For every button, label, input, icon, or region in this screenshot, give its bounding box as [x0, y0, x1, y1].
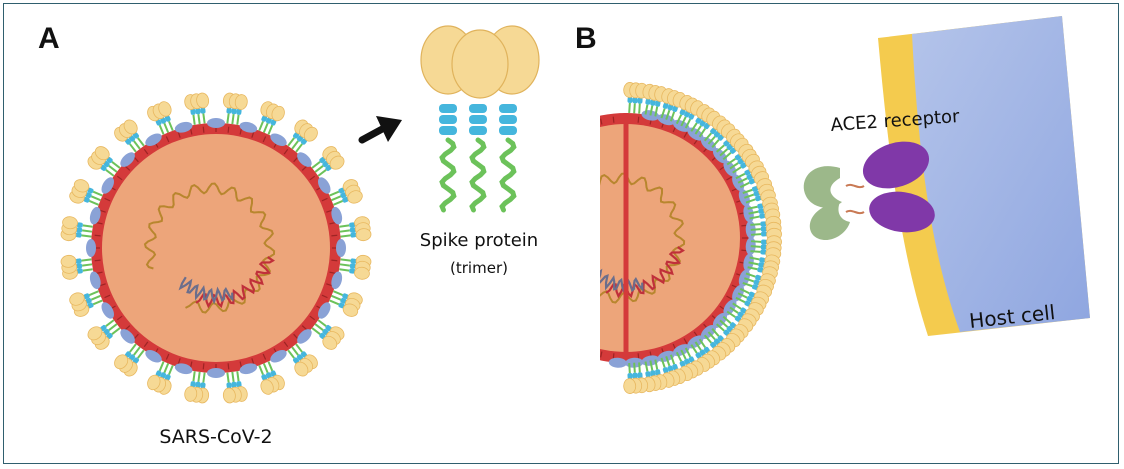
membrane-protein: [89, 206, 101, 225]
spike-trimer-label: (trimer): [450, 259, 508, 277]
membrane-protein: [174, 121, 193, 133]
sars-cov-2-virion: [60, 92, 372, 404]
spike-protein: [222, 371, 248, 404]
membrane-protein: [270, 133, 287, 146]
membrane-protein: [86, 239, 96, 257]
spike-stalk: [499, 137, 517, 213]
viral-core: [102, 134, 330, 362]
spike-mid-domain: [439, 115, 457, 124]
spike-protein: [703, 328, 736, 361]
sars-cov-2-virion-half: [600, 82, 782, 394]
spike-protein: [69, 179, 103, 206]
spike-protein: [311, 146, 345, 177]
spike-mid-domain: [499, 115, 517, 124]
viral-rna: [143, 182, 276, 314]
spike-protein: [258, 361, 285, 395]
membrane-protein: [336, 239, 346, 257]
membrane-protein: [145, 350, 162, 363]
spike-protein: [716, 315, 749, 348]
membrane-protein: [239, 363, 258, 375]
membrane-protein: [174, 363, 193, 375]
virus-name-label: SARS-CoV-2: [159, 426, 272, 448]
membrane-protein: [239, 121, 258, 133]
spike-stalk: [469, 137, 487, 213]
spike-protein: [311, 319, 345, 350]
membrane-protein: [101, 177, 114, 194]
spike-protein: [258, 101, 285, 135]
membrane-protein: [120, 329, 135, 344]
panel-letter-b: B: [575, 22, 597, 55]
spike-protein: [147, 101, 174, 135]
membrane-protein: [101, 302, 114, 319]
spike-protein: [287, 343, 318, 377]
spike-mid-domain: [469, 126, 487, 135]
membrane-protein: [331, 206, 343, 225]
membrane-protein: [270, 350, 287, 363]
membrane-protein: [297, 329, 312, 344]
spike-protein: [184, 92, 210, 125]
spike-mid-domain: [499, 104, 517, 113]
membrane-protein: [89, 271, 101, 290]
spike-protein: [742, 272, 776, 298]
viral-core: [600, 124, 740, 352]
spike-protein: [339, 216, 372, 242]
membrane-protein: [207, 118, 225, 128]
spike-protein: [60, 254, 93, 280]
membrane-protein: [145, 133, 162, 146]
spike-protein: [87, 146, 121, 177]
viral-rna: [600, 172, 686, 304]
spike-protein: [735, 287, 770, 316]
spike-protein: [184, 371, 210, 404]
spike-protein: [642, 83, 668, 117]
spike-protein: [726, 302, 760, 333]
spike-stalk: [439, 137, 457, 213]
spike-mid-domain: [439, 126, 457, 135]
spike-protein: [329, 179, 363, 206]
spike-protein: [114, 343, 145, 377]
spike-head: [451, 29, 509, 99]
spike-protein: [87, 319, 121, 350]
spike-protein: [222, 92, 248, 125]
spike-protein: [287, 119, 318, 153]
spike-protein: [114, 119, 145, 153]
membrane-protein: [318, 302, 331, 319]
spike-protein: [690, 338, 721, 372]
spike-protein: [147, 361, 174, 395]
membrane-protein: [608, 357, 627, 368]
spike-binding-domain: [803, 166, 865, 241]
spike-mid-domain: [499, 126, 517, 135]
spike-mid-domain: [469, 104, 487, 113]
spike-protein: [623, 362, 649, 394]
membrane-protein: [207, 368, 225, 378]
membrane-protein: [120, 152, 135, 167]
ace2-receptor: [862, 141, 935, 233]
spike-protein: [329, 290, 363, 317]
membrane-protein: [318, 177, 331, 194]
membrane-protein: [297, 152, 312, 167]
membrane-protein: [331, 271, 343, 290]
spike-protein: [675, 347, 704, 382]
spike-protein: [60, 216, 93, 242]
spike-protein: [735, 160, 770, 189]
spike-protein: [69, 290, 103, 317]
spike-protein: [339, 254, 372, 280]
spike-mid-domain: [469, 115, 487, 124]
spike-protein-label: Spike protein: [420, 230, 538, 251]
spike-mid-domain: [439, 104, 457, 113]
host-cell: [878, 16, 1090, 336]
spike-protein-trimer-illustration: [420, 25, 540, 213]
arrow-icon: [358, 116, 402, 144]
panel-letter-a: A: [38, 22, 60, 55]
spike-protein: [660, 88, 686, 122]
